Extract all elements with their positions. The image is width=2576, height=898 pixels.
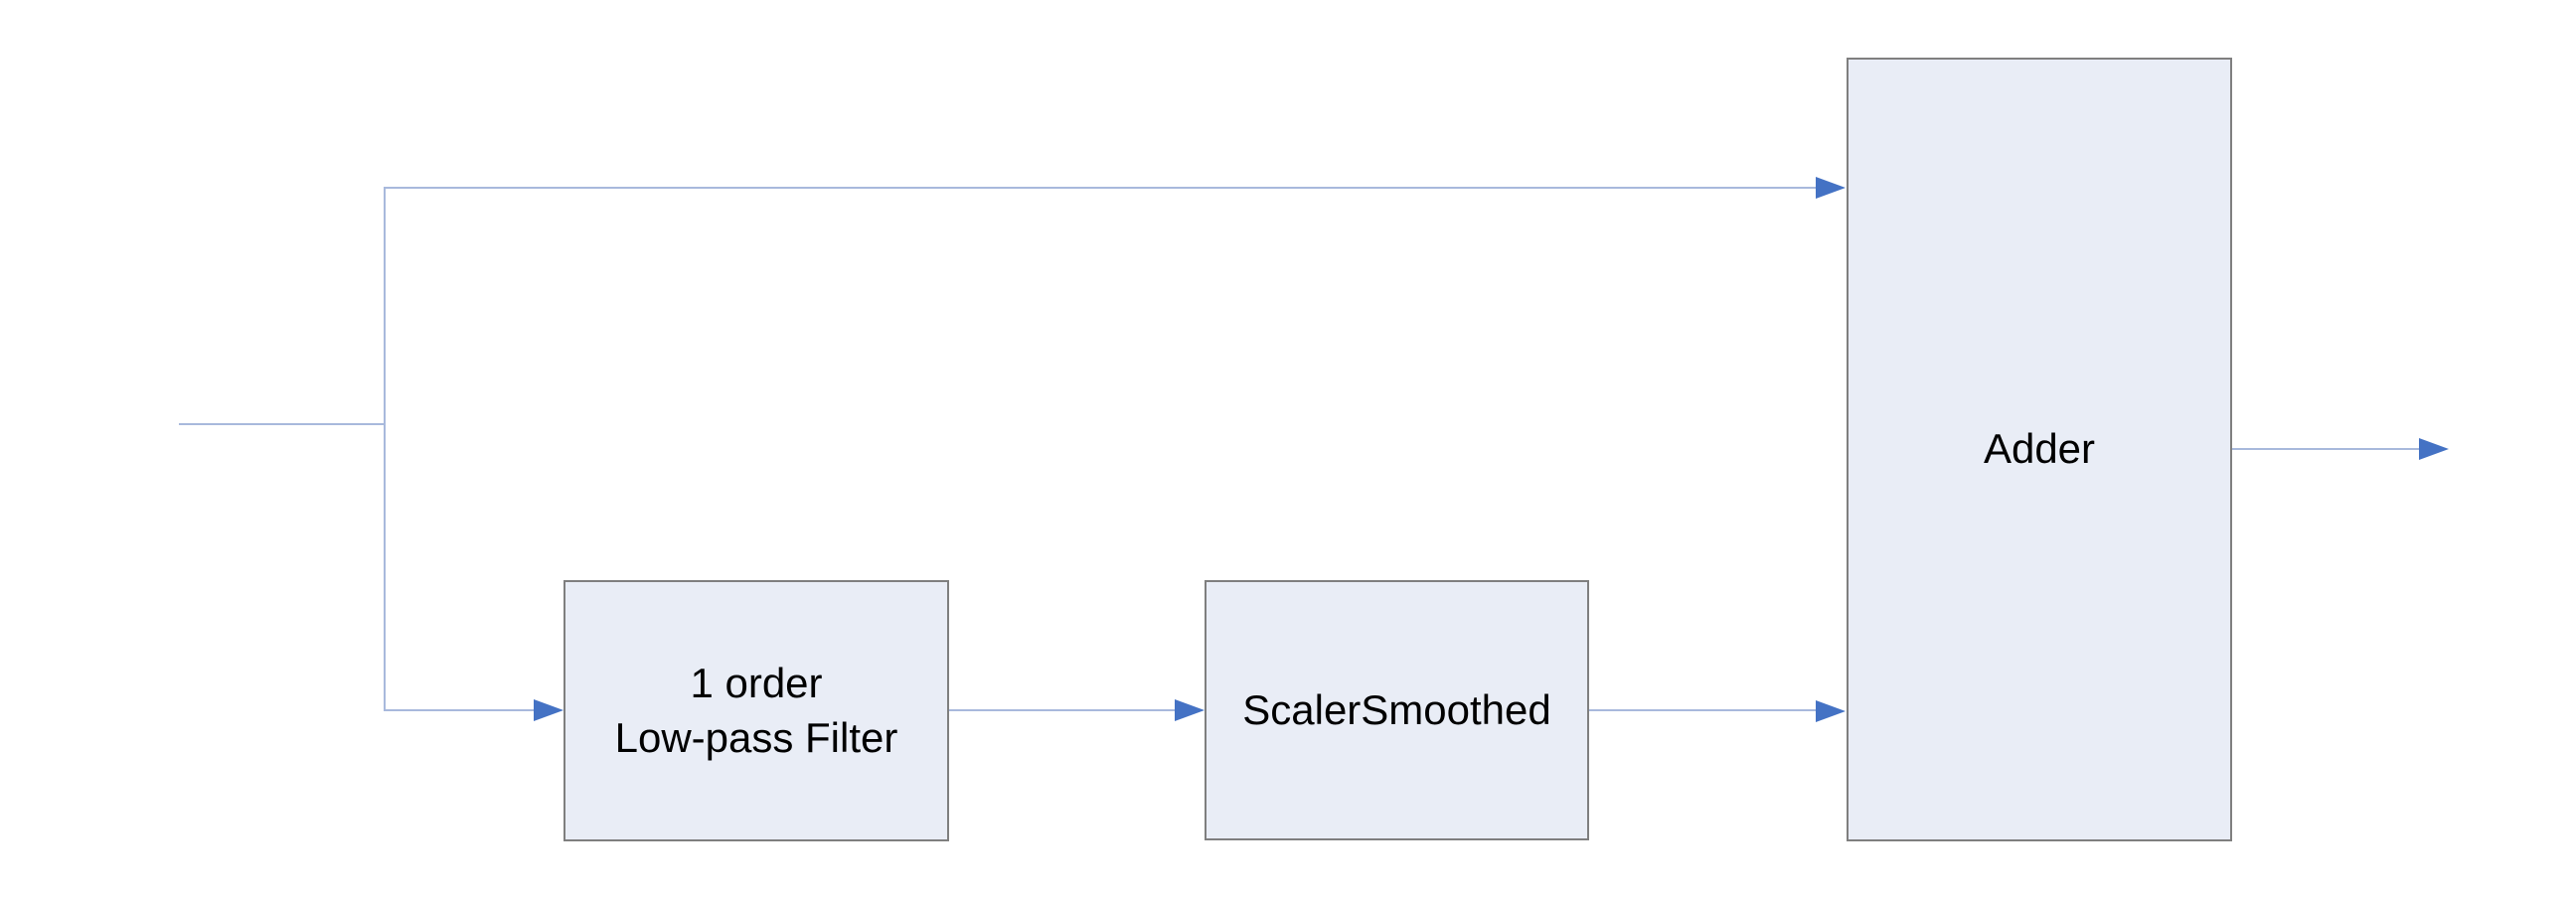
block-scaler-smoothed: ScalerSmoothed [1205,580,1589,840]
block-label: Low-pass Filter [614,713,898,761]
connector-branch-vertical [384,187,386,711]
connector-filter-to-scaler [949,709,1178,711]
connector-input-stub [179,423,386,425]
connector-top-path [384,187,1818,189]
block-adder: Adder [1847,58,2232,841]
connector-scaler-to-adder [1589,709,1818,711]
arrowhead-into-scaler-smoothed [1175,699,1205,721]
block-lowpass-filter: 1 order Low-pass Filter [564,580,949,841]
arrowhead-top-into-adder [1816,177,1846,199]
block-label: ScalerSmoothed [1242,685,1551,733]
arrowhead-bottom-into-adder [1816,700,1846,722]
connector-branch-to-filter [384,709,536,711]
arrowhead-output [2419,438,2449,460]
connector-adder-output [2232,448,2421,450]
block-label: 1 order [690,659,823,706]
block-label: Adder [1983,425,2096,473]
arrowhead-into-lowpass-filter [534,699,564,721]
